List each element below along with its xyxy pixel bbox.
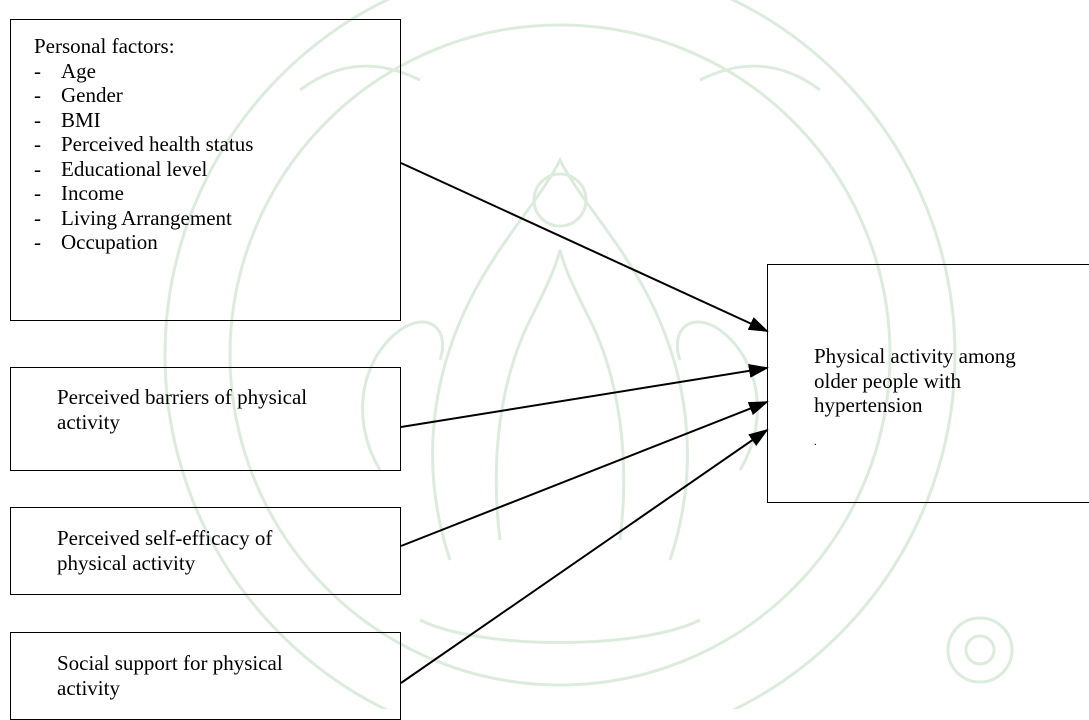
list-item: -Perceived health status [34,132,400,157]
list-item: -Educational level [34,157,400,182]
list-item: -Occupation [34,230,400,255]
factor-label: Educational level [61,156,208,181]
perceived-self-efficacy-label: Perceived self-efficacy of physical acti… [57,526,273,575]
arrow-personal-factors [400,162,769,332]
factor-label: Occupation [61,230,158,254]
bullet-dash: - [34,83,41,107]
stray-period-mark: . [814,435,817,448]
bullet-dash: - [34,107,41,132]
arrow-perceived-self-efficacy [400,401,769,547]
bullet-dash: - [34,156,41,181]
list-item: -BMI [34,108,400,133]
arrow-social-support [400,428,769,684]
bullet-dash: - [34,205,41,230]
physical-activity-outcome-label: Physical activity among older people wit… [814,344,1016,417]
list-item: -Living Arrangement [34,206,400,231]
list-item: -Income [34,181,400,206]
personal-factors-list: -Age -Gender -BMI -Perceived health stat… [34,59,400,255]
factor-label: Living Arrangement [61,205,232,230]
factor-label: Age [61,58,96,83]
personal-factors-box: Personal factors: -Age -Gender -BMI -Per… [10,19,401,321]
perceived-barriers-label: Perceived barriers of physical activity [57,385,308,434]
social-support-label: Social support for physical activity [57,651,283,700]
bullet-dash: - [34,132,41,156]
bullet-dash: - [34,230,41,254]
arrow-perceived-barriers [400,363,769,428]
physical-activity-outcome-box: Physical activity among older people wit… [767,264,1089,503]
personal-factors-title: Personal factors: [34,34,175,58]
factor-label: BMI [61,107,101,132]
factor-label: Income [61,181,124,205]
bullet-dash: - [34,58,41,83]
social-support-box: Social support for physical activity [10,632,401,720]
factor-label: Gender [61,83,123,107]
factor-label: Perceived health status [61,132,254,156]
bullet-dash: - [34,181,41,205]
list-item: -Age [34,59,400,84]
perceived-barriers-box: Perceived barriers of physical activity [10,367,401,471]
perceived-self-efficacy-box: Perceived self-efficacy of physical acti… [10,507,401,595]
list-item: -Gender [34,83,400,108]
